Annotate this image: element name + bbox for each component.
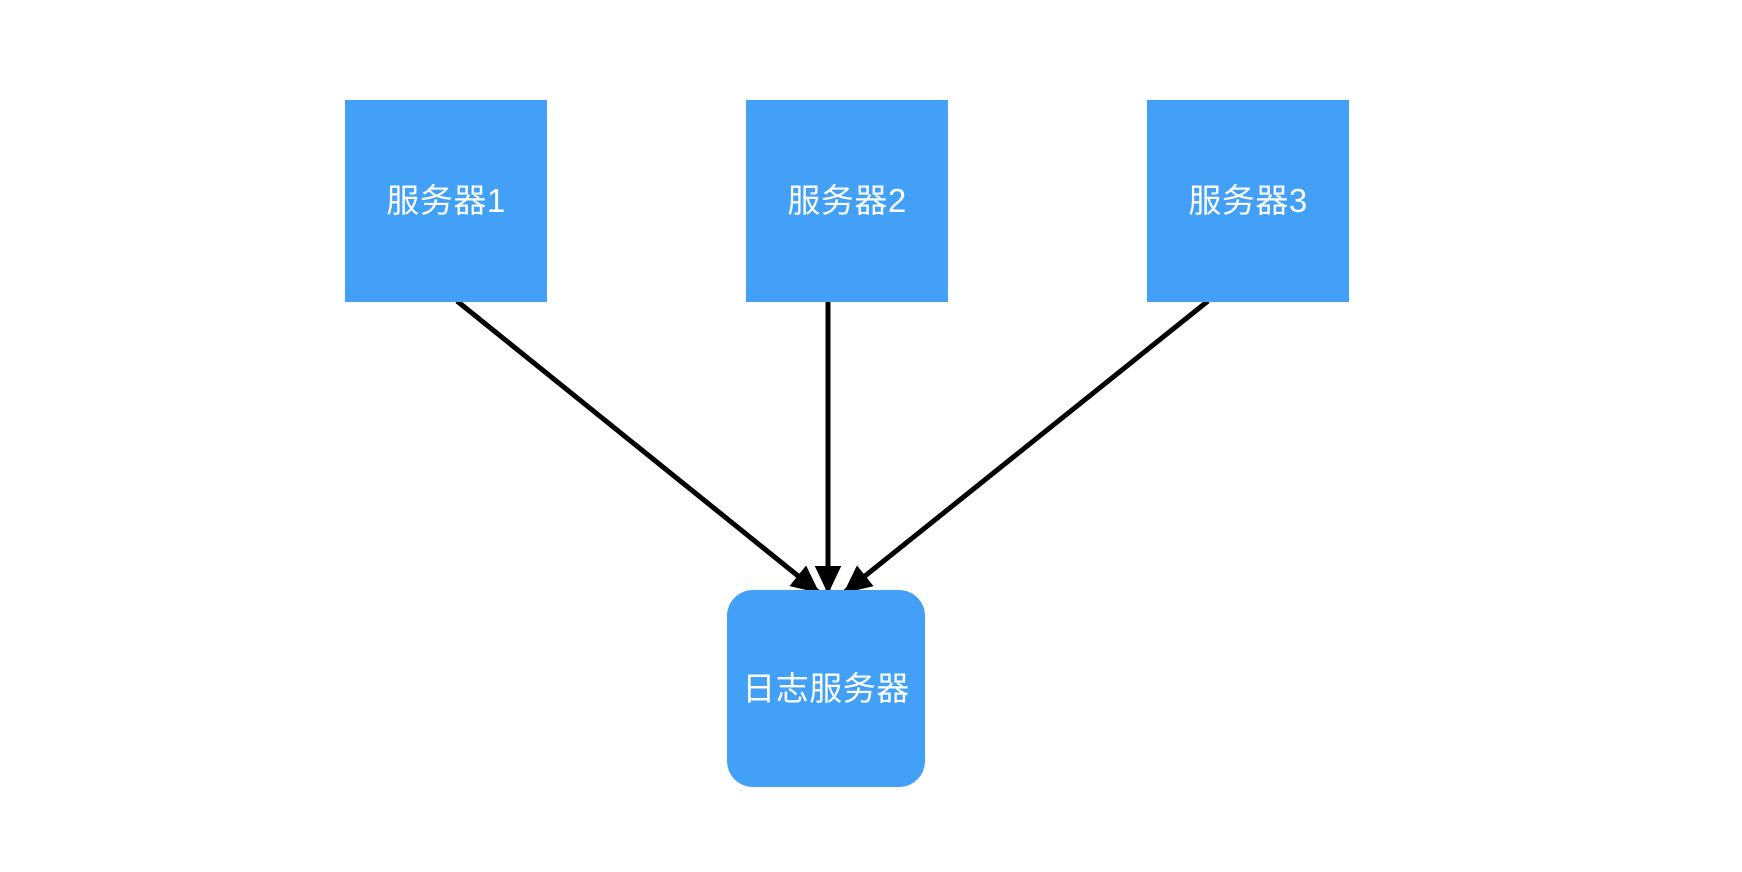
node-server2-label: 服务器2: [787, 182, 907, 220]
edge-server3-to-logserver: [843, 299, 1210, 594]
node-server1[interactable]: 服务器1: [345, 100, 547, 302]
node-server1-label: 服务器1: [386, 182, 506, 220]
node-log-server-label: 日志服务器: [742, 669, 910, 707]
node-server3[interactable]: 服务器3: [1147, 100, 1349, 302]
node-log-server[interactable]: 日志服务器: [727, 590, 925, 787]
node-server3-label: 服务器3: [1188, 182, 1308, 220]
node-server2[interactable]: 服务器2: [746, 100, 948, 302]
edge-server1-to-logserver: [455, 299, 820, 594]
